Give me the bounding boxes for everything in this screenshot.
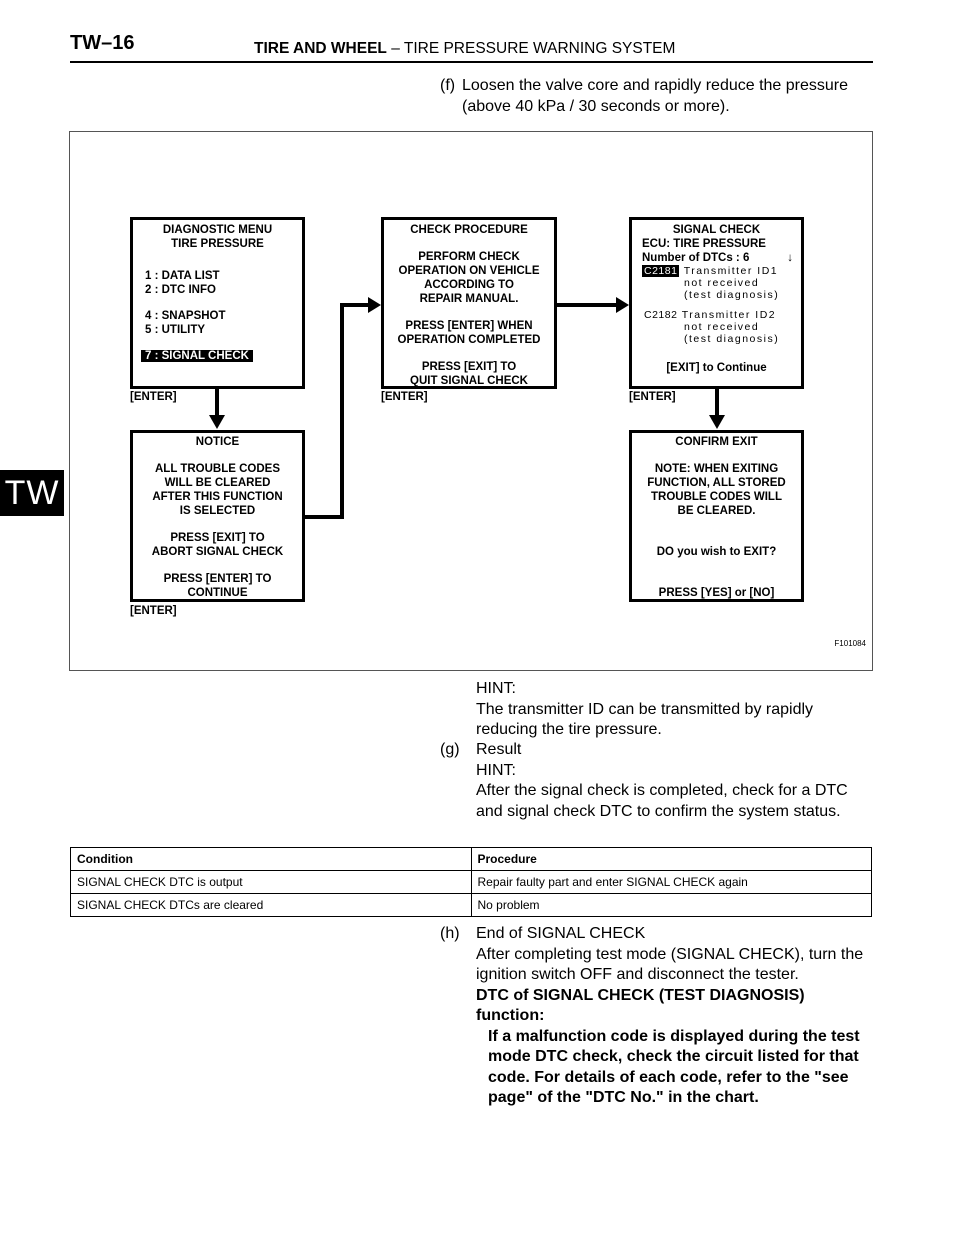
step-h-text: After completing test mode (SIGNAL CHECK…: [476, 945, 864, 984]
confirm-line-5: DO you wish to EXIT?: [656, 546, 777, 558]
signal-check-title: SIGNAL CHECK: [672, 224, 761, 236]
dtc-2-line-2: not received: [684, 321, 760, 333]
table-header-row: Condition Procedure: [70, 847, 872, 871]
diagnostic-menu-screen: DIAGNOSTIC MENU TIRE PRESSURE 1 : DATA L…: [130, 217, 305, 389]
menu-item-data-list: 1 : DATA LIST: [145, 270, 220, 282]
procedure-line-8: QUIT SIGNAL CHECK: [410, 375, 528, 387]
table-cell: Repair faulty part and enter SIGNAL CHEC…: [470, 870, 872, 894]
step-f-label: (f): [440, 77, 456, 94]
step-g-hint-label: HINT:: [476, 761, 516, 779]
arrow-notice-to-procedure: [304, 303, 370, 519]
step-g-hint-text: After the signal check is completed, che…: [476, 782, 848, 820]
arrow-menu-to-notice-head: [209, 415, 225, 429]
table-cell: SIGNAL CHECK DTC is output: [70, 870, 472, 894]
check-procedure-title: CHECK PROCEDURE: [410, 224, 528, 236]
step-h-bold-text: If a malfunction code is displayed durin…: [488, 1027, 860, 1107]
confirm-line-6: PRESS [YES] or [NO]: [658, 587, 775, 599]
dtc-entry-1: C2181 Transmitter ID1: [642, 265, 801, 277]
header-separator: –: [386, 40, 404, 57]
procedure-line-4: REPAIR MANUAL.: [419, 293, 519, 305]
section-title: TIRE AND WHEEL: [254, 40, 387, 57]
dtc-1-line-3: (test diagnosis): [684, 289, 780, 301]
scroll-down-icon: ↓: [787, 252, 793, 264]
procedure-line-6: OPERATION COMPLETED: [397, 334, 541, 346]
menu-item-dtc-info: 2 : DTC INFO: [145, 284, 216, 296]
page-header-title: TIRE AND WHEEL – TIRE PRESSURE WARNING S…: [254, 40, 675, 58]
table-row: SIGNAL CHECK DTCs are cleared No problem: [70, 893, 872, 917]
table-cell: SIGNAL CHECK DTCs are cleared: [70, 893, 472, 917]
dtc-2-line-3: (test diagnosis): [684, 333, 780, 345]
dtc-entry-2: C2182 Transmitter ID2: [644, 309, 801, 321]
notice-line-6: ABORT SIGNAL CHECK: [151, 546, 284, 558]
dtc-code-c2182: C2182: [644, 309, 678, 321]
procedure-line-2: OPERATION ON VEHICLE: [398, 265, 540, 277]
notice-line-2: WILL BE CLEARED: [164, 477, 271, 489]
arrow-notice-to-procedure-head: [368, 297, 381, 313]
table-cell: No problem: [470, 893, 872, 917]
signal-check-flow-figure: DIAGNOSTIC MENU TIRE PRESSURE 1 : DATA L…: [69, 131, 873, 671]
confirm-exit-screen: CONFIRM EXIT NOTE: WHEN EXITING FUNCTION…: [629, 430, 804, 602]
subsection-title: TIRE PRESSURE WARNING SYSTEM: [403, 40, 676, 57]
notice-line-5: PRESS [EXIT] TO: [170, 532, 265, 544]
signal-check-dtc-count: Number of DTCs : 6 ↓: [642, 251, 801, 265]
diagnostic-menu-title: DIAGNOSTIC MENU: [162, 224, 273, 236]
dtc-count-text: Number of DTCs : 6: [642, 252, 750, 264]
menu-item-snapshot: 4 : SNAPSHOT: [145, 310, 226, 322]
notice-line-4: IS SELECTED: [179, 505, 256, 517]
diagnostic-menu-subtitle: TIRE PRESSURE: [171, 238, 264, 250]
confirm-exit-title: CONFIRM EXIT: [675, 436, 758, 448]
confirm-line-1: NOTE: WHEN EXITING: [654, 463, 779, 475]
step-f-text: Loosen the valve core and rapidly reduce…: [462, 77, 849, 115]
figure-id: F101084: [834, 639, 866, 648]
header-condition: Condition: [70, 847, 472, 871]
confirm-line-2: FUNCTION, ALL STORED: [647, 477, 786, 489]
notice-title: NOTICE: [195, 436, 240, 448]
section-side-tab: TW: [0, 470, 64, 516]
procedure-line-5: PRESS [ENTER] WHEN: [405, 320, 533, 332]
table-row: SIGNAL CHECK DTC is output Repair faulty…: [70, 870, 872, 894]
arrow-signal-to-confirm-head: [709, 415, 725, 429]
enter-label-1: [ENTER]: [130, 391, 177, 403]
confirm-line-4: BE CLEARED.: [677, 505, 756, 517]
step-h-title: End of SIGNAL CHECK: [476, 925, 646, 942]
notice-line-7: PRESS [ENTER] TO: [163, 573, 272, 585]
enter-label-4: [ENTER]: [629, 391, 676, 403]
step-h-bold-heading: DTC of SIGNAL CHECK (TEST DIAGNOSIS) fun…: [476, 986, 805, 1025]
check-procedure-screen: CHECK PROCEDURE PERFORM CHECK OPERATION …: [381, 217, 557, 389]
page-number: TW–16: [70, 32, 135, 54]
procedure-line-3: ACCORDING TO: [424, 279, 514, 291]
result-table: Condition Procedure SIGNAL CHECK DTC is …: [70, 847, 872, 917]
signal-check-screen: SIGNAL CHECK ECU: TIRE PRESSURE Number o…: [629, 217, 804, 389]
notice-screen: NOTICE ALL TROUBLE CODES WILL BE CLEARED…: [130, 430, 305, 602]
dtc-1-line-2: not received: [684, 277, 760, 289]
header-procedure: Procedure: [470, 847, 872, 871]
notice-line-1: ALL TROUBLE CODES: [154, 463, 280, 475]
hint-1-text: The transmitter ID can be transmitted by…: [476, 700, 814, 739]
flow-arrows: [209, 297, 725, 519]
step-g: (g) Result HINT: After the signal check …: [440, 740, 880, 840]
step-g-title: Result: [476, 741, 522, 758]
header-rule: [70, 61, 873, 63]
signal-check-footer: [EXIT] to Continue: [666, 362, 767, 374]
notice-line-8: CONTINUE: [187, 587, 248, 599]
procedure-line-7: PRESS [EXIT] TO: [421, 361, 517, 373]
arrow-procedure-to-signal-head: [616, 297, 629, 313]
menu-item-utility: 5 : UTILITY: [145, 324, 206, 336]
enter-label-2: [ENTER]: [130, 605, 177, 617]
signal-check-ecu: ECU: TIRE PRESSURE: [642, 238, 766, 250]
hint-1: HINT: The transmitter ID can be transmit…: [476, 679, 876, 741]
dtc-code-c2181: C2181: [642, 265, 680, 277]
dtc-2-line-1: Transmitter ID2: [681, 309, 777, 321]
notice-line-3: AFTER THIS FUNCTION: [152, 491, 283, 503]
step-g-label: (g): [440, 741, 460, 758]
hint-1-label: HINT:: [476, 680, 516, 697]
confirm-line-3: TROUBLE CODES WILL: [651, 491, 782, 503]
enter-label-3: [ENTER]: [381, 391, 428, 403]
step-h: (h) End of SIGNAL CHECK After completing…: [440, 924, 880, 1114]
step-h-label: (h): [440, 925, 460, 942]
menu-item-signal-check: 7 : SIGNAL CHECK: [141, 350, 253, 362]
procedure-line-1: PERFORM CHECK: [418, 251, 520, 263]
step-f: (f) Loosen the valve core and rapidly re…: [440, 76, 880, 120]
dtc-1-line-1: Transmitter ID1: [683, 265, 779, 277]
